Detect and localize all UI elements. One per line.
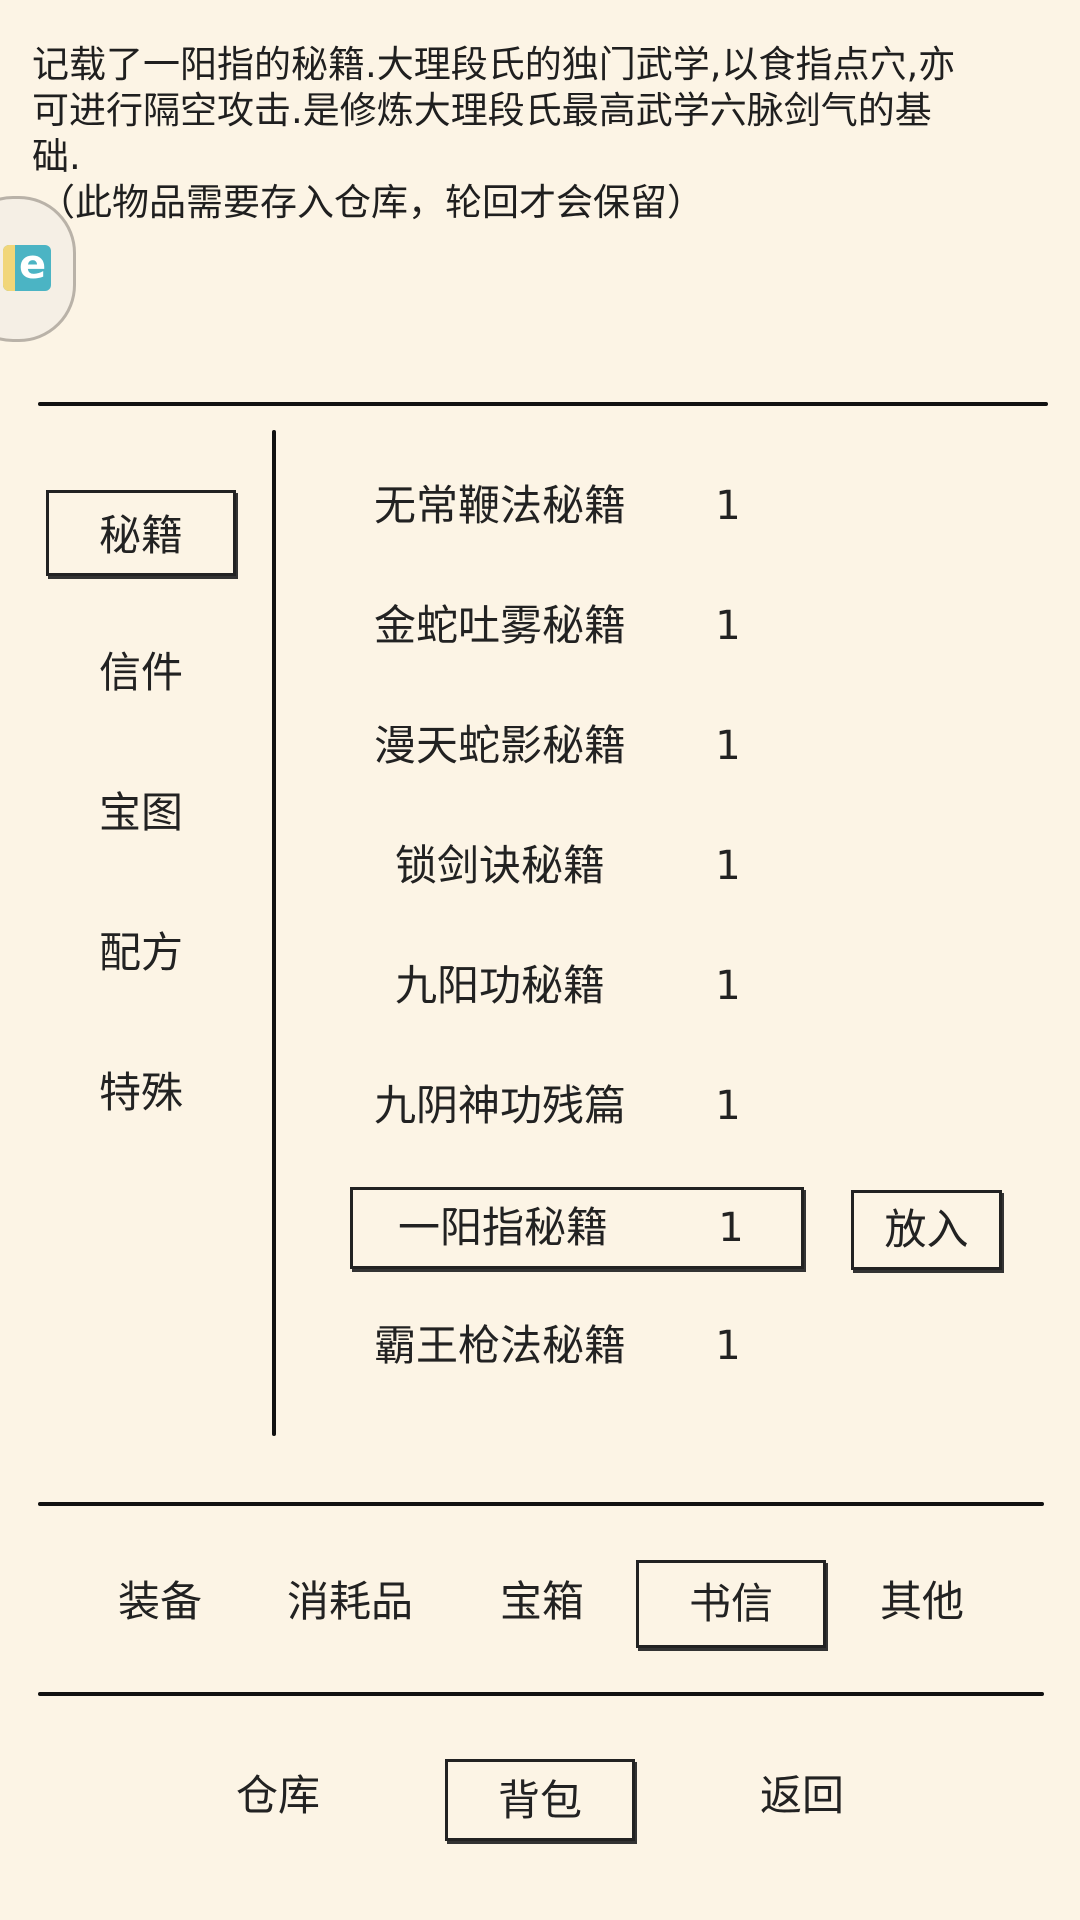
item-name: 九阳功秘籍: [394, 961, 605, 1010]
list-item[interactable]: 锁剑诀秘籍 1: [350, 826, 804, 906]
tab-consumables[interactable]: 消耗品: [286, 1577, 413, 1626]
item-quantity: 1: [715, 1323, 741, 1369]
item-description: 记载了一阳指的秘籍.大理段氏的独门武学,以食指点穴,亦可进行隔空攻击.是修炼大理…: [32, 42, 972, 226]
item-description-text: 记载了一阳指的秘籍.大理段氏的独门武学,以食指点穴,亦可进行隔空攻击.是修炼大理…: [32, 43, 956, 178]
put-in-button[interactable]: 放入: [851, 1190, 1002, 1270]
item-quantity: 1: [718, 1205, 744, 1251]
bottom-divider: [38, 1692, 1044, 1696]
app-logo-icon: [3, 245, 51, 291]
backpack-button[interactable]: 背包: [445, 1759, 635, 1841]
list-item[interactable]: 九阳功秘籍 1: [350, 946, 804, 1026]
sidebar-divider: [272, 430, 276, 1436]
item-name: 漫天蛇影秘籍: [373, 721, 626, 770]
list-item[interactable]: 九阴神功残篇 1: [350, 1066, 804, 1146]
item-quantity: 1: [715, 963, 741, 1009]
item-name: 锁剑诀秘籍: [394, 841, 605, 890]
list-item[interactable]: 金蛇吐雾秘籍 1: [350, 586, 804, 666]
item-name: 金蛇吐雾秘籍: [373, 601, 626, 650]
category-letters[interactable]: 信件: [98, 648, 183, 697]
category-books[interactable]: 秘籍: [46, 490, 236, 576]
back-button[interactable]: 返回: [759, 1771, 844, 1820]
tab-chests[interactable]: 宝箱: [499, 1577, 584, 1626]
warehouse-button[interactable]: 仓库: [235, 1771, 320, 1820]
item-retention-note: （此物品需要存入仓库，轮回才会保留）: [38, 181, 704, 224]
list-item[interactable]: 漫天蛇影秘籍 1: [350, 706, 804, 786]
item-name: 霸王枪法秘籍: [373, 1321, 626, 1370]
top-divider: [38, 402, 1048, 406]
item-quantity: 1: [715, 1083, 741, 1129]
category-treasure-maps[interactable]: 宝图: [98, 788, 183, 837]
tab-equipment[interactable]: 装备: [117, 1577, 202, 1626]
middle-divider: [38, 1502, 1044, 1506]
item-name: 一阳指秘籍: [397, 1203, 608, 1252]
category-special[interactable]: 特殊: [98, 1068, 183, 1117]
item-quantity: 1: [715, 843, 741, 889]
tab-other[interactable]: 其他: [879, 1577, 964, 1626]
list-item[interactable]: 霸王枪法秘籍 1: [350, 1306, 804, 1386]
floating-assistant-button[interactable]: [0, 196, 76, 342]
item-quantity: 1: [715, 603, 741, 649]
item-quantity: 1: [715, 483, 741, 529]
tab-letters[interactable]: 书信: [636, 1560, 826, 1648]
item-name: 无常鞭法秘籍: [373, 481, 626, 530]
item-quantity: 1: [715, 723, 741, 769]
item-name: 九阴神功残篇: [373, 1081, 626, 1130]
list-item-selected[interactable]: 一阳指秘籍 1: [350, 1187, 804, 1269]
list-item[interactable]: 无常鞭法秘籍 1: [350, 466, 804, 546]
category-recipes[interactable]: 配方: [98, 928, 183, 977]
